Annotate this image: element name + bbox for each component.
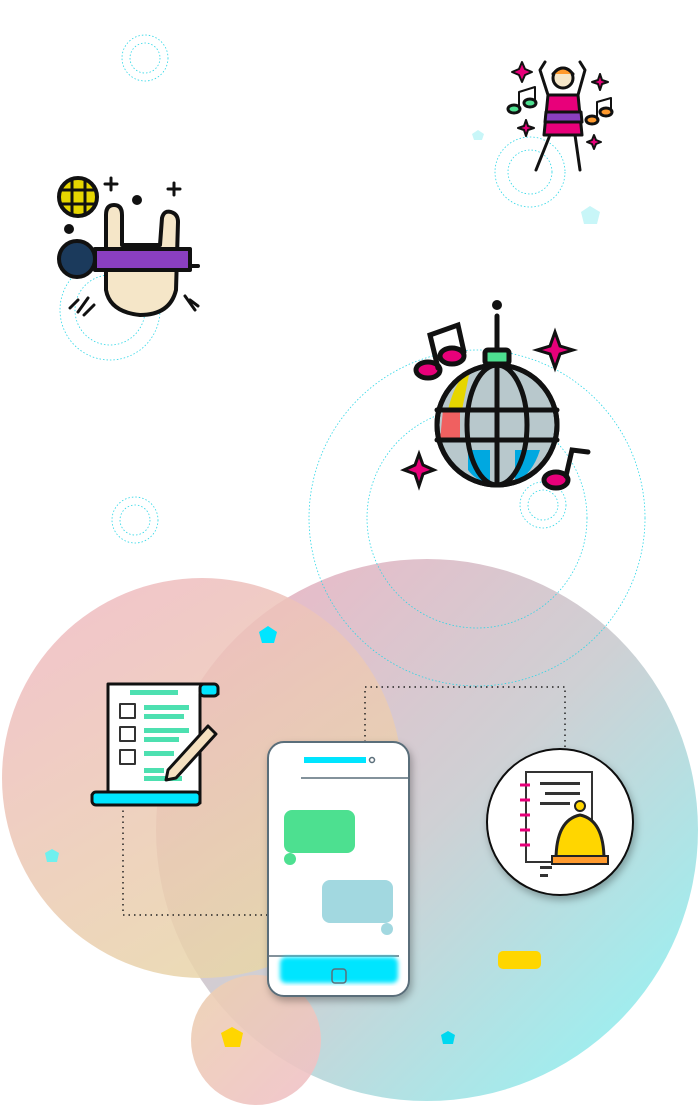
background-blob-small: [191, 975, 321, 1105]
chat-bubble-incoming: [284, 810, 355, 853]
dancing-person-icon: [506, 60, 614, 172]
home-button-icon: [331, 968, 347, 984]
disco-ball-icon: [400, 300, 591, 491]
rock-hand-microphone-icon: [57, 176, 200, 317]
chat-bubble-outgoing-tail: [381, 923, 393, 935]
notification-notebook-icon: [486, 748, 634, 896]
phone-footer-bar: [280, 957, 398, 983]
phone-header-bar: [304, 757, 366, 763]
checklist-document-icon: [90, 682, 220, 807]
chat-bubble-outgoing: [322, 880, 393, 923]
smartphone: [267, 741, 410, 997]
dotted-rings: [59, 34, 646, 687]
dotted-connectors: [122, 686, 566, 916]
phone-camera: [368, 756, 376, 764]
confetti: [45, 130, 600, 1047]
chat-bubble-incoming-tail: [284, 853, 296, 865]
